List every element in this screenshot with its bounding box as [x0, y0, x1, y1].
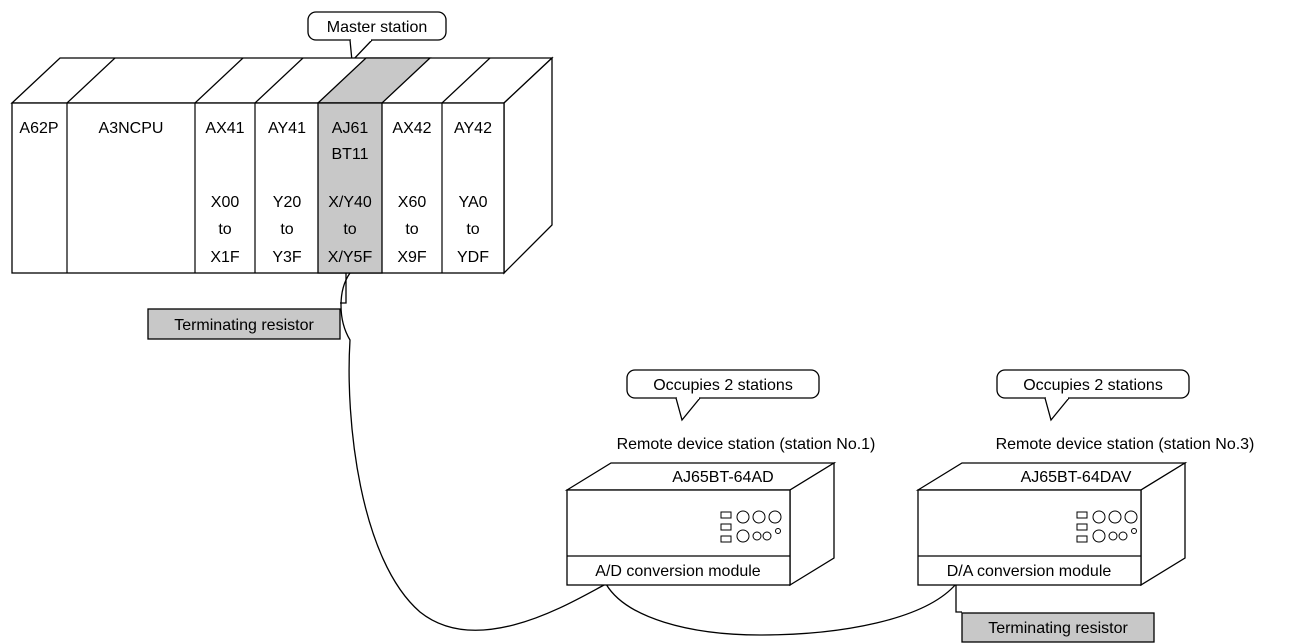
station-3-callout-label: Occupies 2 stations [1023, 377, 1163, 394]
range-end-ax42: X9F [397, 249, 427, 266]
master-station-label: Master station [327, 19, 427, 36]
module-name-a62p: A62P [19, 120, 58, 137]
module-name-ay42: AY42 [454, 120, 492, 137]
master-slot-front [317, 102, 383, 274]
range-end-ay41: Y3F [272, 249, 302, 266]
range-end-ax41: X1F [210, 249, 240, 266]
module-name-a3ncpu: A3NCPU [99, 120, 164, 137]
terminating-resistor-1: Terminating resistor [147, 308, 341, 340]
station-1-callout-label: Occupies 2 stations [653, 377, 793, 394]
station-3-indicator-panel [1076, 510, 1138, 543]
station-1-indicator-panel [720, 510, 782, 543]
station-1-title: Remote device station (station No.1) [617, 436, 876, 453]
range-to-ay41: to [280, 221, 293, 238]
module-name-ay41: AY41 [268, 120, 306, 137]
terminating-resistor-2: Terminating resistor [961, 612, 1155, 643]
rack-front [11, 102, 505, 274]
plc-rack: A62P A3NCPU AX41 AY41 AJ61 BT11 AX42 AY4… [10, 56, 554, 275]
terminating-resistor-1-label: Terminating resistor [174, 317, 314, 334]
module-name-ax41: AX41 [205, 120, 244, 137]
station-1-model: AJ65BT-64AD [672, 469, 773, 486]
range-to-ax42: to [405, 221, 418, 238]
rack-top-face [10, 57, 554, 104]
module-name-aj61-line2: BT11 [331, 146, 368, 163]
station-3-module-label: D/A conversion module [947, 563, 1112, 580]
range-to-ay42: to [466, 221, 479, 238]
module-name-ax42: AX42 [392, 120, 431, 137]
station-3-title: Remote device station (station No.3) [996, 436, 1255, 453]
station-1-module-label: A/D conversion module [595, 563, 761, 580]
station-1-callout: Occupies 2 stations [626, 369, 820, 422]
range-start-ax42: X60 [398, 194, 427, 211]
terminating-resistor-2-label: Terminating resistor [988, 620, 1128, 637]
remote-station-3: Occupies 2 stations Remote device statio… [915, 369, 1255, 587]
range-start-aj61: X/Y40 [328, 194, 372, 211]
station-3-model: AJ65BT-64DAV [1021, 469, 1132, 486]
range-end-aj61: X/Y5F [328, 249, 373, 266]
range-start-ay41: Y20 [273, 194, 302, 211]
remote-station-1: Occupies 2 stations Remote device statio… [564, 369, 876, 587]
station-3-callout: Occupies 2 stations [996, 369, 1190, 422]
range-to-ax41: to [218, 221, 231, 238]
cclink-cable [340, 272, 962, 636]
range-to-aj61: to [343, 221, 356, 238]
range-start-ax41: X00 [211, 194, 240, 211]
range-start-ay42: YA0 [458, 194, 487, 211]
module-name-aj61: AJ61 [332, 120, 369, 137]
range-end-ay42: YDF [457, 249, 489, 266]
master-station-callout: Master station [307, 11, 447, 63]
